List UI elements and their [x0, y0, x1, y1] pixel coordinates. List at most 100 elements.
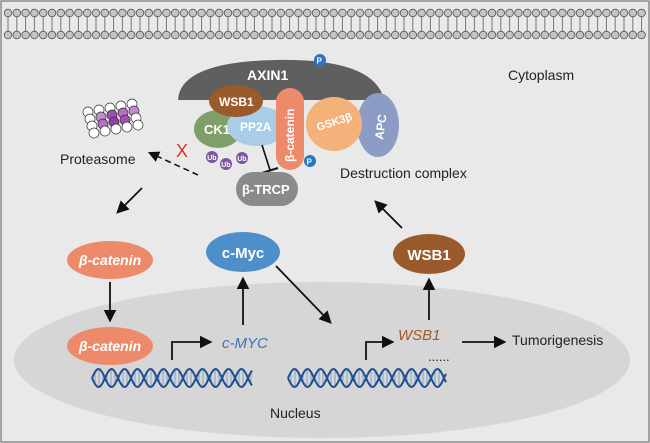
- lipid-head: [435, 8, 444, 18]
- lipid-head: [355, 8, 365, 18]
- lipid-head: [21, 8, 30, 18]
- lipid-head: [179, 8, 189, 18]
- lipid-head: [637, 30, 646, 40]
- lipid-head: [65, 30, 74, 40]
- lipid-head: [496, 8, 505, 18]
- cmyc-gene-label: c-MYC: [222, 335, 268, 352]
- nucleus-label: Nucleus: [270, 405, 321, 421]
- lipid-head: [408, 30, 417, 40]
- proteasome-subunit: [110, 123, 122, 135]
- lipid-head: [311, 30, 321, 40]
- lipid-head: [170, 8, 180, 18]
- lipid-head: [470, 30, 479, 40]
- phospho-bottom-label: P: [307, 158, 313, 167]
- beta-catenin-complex-label: β-catenin: [283, 109, 297, 162]
- ub-label: Ub: [207, 155, 216, 162]
- lipid-head: [399, 30, 409, 40]
- lipid-head: [74, 30, 83, 40]
- lipid-head: [162, 8, 171, 18]
- lipid-head: [417, 8, 426, 18]
- lipid-head: [153, 8, 162, 18]
- tumorigenesis-label: Tumorigenesis: [512, 332, 603, 348]
- lipid-head: [179, 30, 189, 40]
- lipid-head: [593, 30, 602, 40]
- lipid-head: [153, 30, 162, 40]
- lipid-head: [549, 8, 558, 18]
- lipid-head: [505, 30, 514, 40]
- lipid-head: [3, 8, 13, 18]
- arrow-cmyc-to-wsb1-gene: [275, 265, 332, 324]
- lipid-head: [21, 30, 30, 40]
- cmyc-protein-label: c-Myc: [222, 245, 265, 262]
- lipid-head: [364, 8, 373, 18]
- nucleus-region: [14, 282, 630, 438]
- lipid-head: [188, 30, 197, 40]
- beta-catenin-nucleus-label: β-catenin: [78, 338, 141, 354]
- lipid-head: [303, 30, 312, 40]
- lipid-head: [329, 30, 338, 40]
- lipid-head: [391, 8, 400, 18]
- lipid-head: [276, 8, 285, 18]
- dna-strand: [287, 368, 447, 388]
- lipid-head: [540, 30, 549, 40]
- btrcp-label: β-TRCP: [242, 182, 290, 197]
- lipid-head: [65, 8, 74, 18]
- lipid-head: [267, 30, 277, 40]
- lipid-head: [619, 30, 629, 40]
- lipid-head: [144, 30, 153, 40]
- lipid-head: [584, 30, 593, 40]
- wsb1-gene-label: WSB1: [398, 327, 441, 344]
- lipid-head: [575, 8, 585, 18]
- lipid-head: [435, 30, 444, 40]
- ubiquitin-chain: Ub Ub Ub: [206, 151, 248, 170]
- lipid-head: [118, 8, 127, 18]
- wsb1-protein-shape: [393, 234, 465, 274]
- lipid-head: [56, 8, 65, 18]
- lipid-head: [39, 8, 48, 18]
- pp2a-label: PP2A: [240, 120, 272, 134]
- lipid-head: [188, 8, 197, 18]
- lipid-head: [109, 30, 118, 40]
- lipid-head: [170, 30, 180, 40]
- lipid-head: [91, 8, 101, 18]
- blocked-x-mark: X: [176, 141, 188, 161]
- wsb1-complex-label: WSB1: [219, 95, 254, 109]
- proteasome-subunit: [121, 121, 133, 133]
- lipid-head: [523, 8, 532, 18]
- lipid-head: [347, 30, 356, 40]
- lipid-head: [82, 8, 92, 18]
- lipid-head: [82, 30, 92, 40]
- lipid-head: [294, 8, 303, 18]
- lipid-head: [487, 8, 497, 18]
- lipid-head: [487, 30, 497, 40]
- lipid-head: [391, 30, 400, 40]
- proteasome-label: Proteasome: [60, 151, 136, 167]
- lipid-head: [285, 30, 294, 40]
- beta-catenin-cytoplasm-label: β-catenin: [78, 252, 141, 268]
- wsb1-protein-label: WSB1: [407, 247, 450, 264]
- lipid-head: [232, 8, 241, 18]
- lipid-head: [12, 30, 21, 40]
- lipid-head: [311, 8, 321, 18]
- lipid-head: [347, 8, 356, 18]
- destruction-complex: AXIN1 P APC GSK3β CK1 PP2A WSB1 β-cateni…: [178, 54, 399, 206]
- lipid-head: [602, 8, 611, 18]
- ellipsis-label: ......: [428, 349, 450, 364]
- lipid-head: [470, 8, 479, 18]
- lipid-head: [452, 30, 461, 40]
- wsb1-complex-shape: [209, 85, 263, 117]
- degradation-dashed-arrow: [147, 151, 199, 176]
- cmyc-protein-shape: [206, 232, 280, 272]
- lipid-head: [30, 8, 39, 18]
- ck1-label: CK1: [204, 122, 230, 137]
- dna-helix-left: [91, 368, 253, 388]
- cell-membrane: [3, 8, 646, 40]
- lipid-head: [479, 8, 488, 18]
- lipid-head: [259, 30, 268, 40]
- lipid-head: [56, 30, 65, 40]
- lipid-head: [206, 30, 215, 40]
- lipid-head: [584, 8, 593, 18]
- lipid-head: [461, 8, 470, 18]
- lipid-head: [100, 8, 109, 18]
